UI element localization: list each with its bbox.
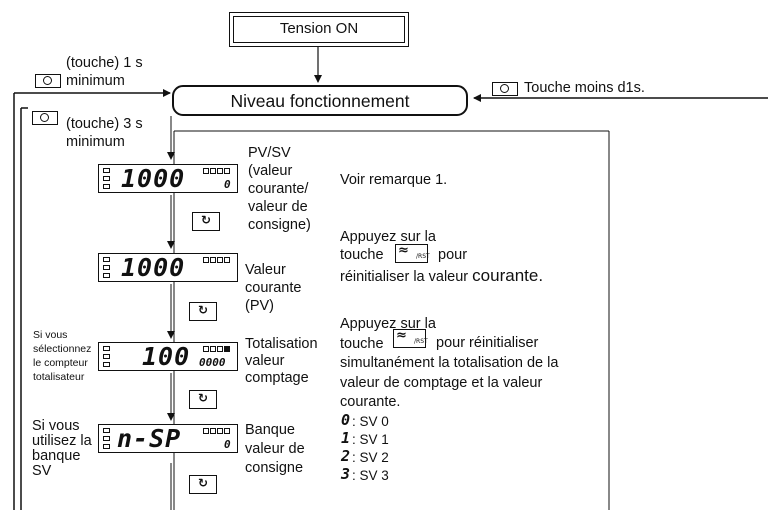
key-1s-line2: minimum (66, 73, 125, 89)
bank-digit-0: 0 (341, 411, 351, 429)
display-pv-sv: 1000 0 (98, 164, 238, 193)
mode-key-icon (32, 111, 58, 125)
power-on-label: Tension ON (279, 20, 359, 37)
step3-label-2: valeur (245, 353, 285, 369)
step4-condition-3: banque (32, 448, 81, 464)
step1-label-2: (valeur (248, 163, 293, 179)
step4-label-1: Banque (245, 422, 295, 438)
key-1s-line1: (touche) 1 s (66, 55, 143, 71)
cycle-key-icon: ↻ (192, 212, 220, 231)
step1-label-3: courante/ (248, 181, 309, 197)
step3-condition-3: le compteur (33, 357, 88, 369)
step2-label-1: Valeur (245, 262, 286, 278)
display-main-value: 1000 (121, 253, 186, 282)
mode-key-icon (35, 74, 61, 88)
up-reset-key-icon: ≈/RST (393, 328, 428, 348)
step1-note: Voir remarque 1. (340, 172, 448, 188)
up-reset-key-icon: ≈/RST (395, 243, 430, 263)
step1-label-4: valeur de (248, 199, 308, 215)
cycle-key-icon: ↻ (189, 475, 217, 494)
step4-condition-2: utilisez la (32, 433, 92, 449)
step2-label-2: courante (245, 280, 302, 296)
step2-note-4: réinitialiser la valeur courante. (340, 266, 544, 285)
operation-level-label: Niveau fonctionnement (230, 91, 410, 111)
cycle-key-icon: ↻ (189, 390, 217, 409)
step3-note-2: touche (340, 336, 384, 352)
step3-note-6: courante. (340, 394, 401, 410)
step3-note-5: valeur de comptage et la valeur (340, 375, 543, 391)
step3-note-1: Appuyez sur la (340, 316, 436, 332)
step3-condition-4: totalisateur (33, 371, 85, 383)
step3-note-3: pour réinitialiser (436, 335, 539, 351)
bank-item-2: : SV 2 (352, 450, 389, 465)
step3-label-1: Totalisation (245, 336, 318, 352)
display-sub-value: 0 (224, 178, 231, 191)
display-sv-bank: n-SP 0 (98, 424, 238, 453)
step3-label-3: comptage (245, 370, 309, 386)
step4-condition-1: Si vous (32, 418, 80, 434)
mode-key-icon (492, 82, 518, 96)
display-sub-value: 0000 (199, 356, 226, 369)
display-pv: 1000 (98, 253, 238, 282)
step1-label-1: PV/SV (248, 145, 291, 161)
step3-condition-2: sélectionnez (33, 343, 92, 355)
key-3s-line1: (touche) 3 s (66, 116, 143, 132)
cycle-key-icon: ↻ (189, 302, 217, 321)
power-on-box: Tension ON (229, 12, 409, 47)
step3-condition-1: Si vous (33, 329, 68, 341)
display-sub-value: 0 (224, 438, 231, 451)
bank-digit-1: 1 (341, 429, 351, 447)
step1-label-5: consigne) (248, 217, 311, 233)
key-3s-line2: minimum (66, 134, 125, 150)
key-less-1s: Touche moins d1s. (524, 80, 645, 96)
display-totalizer: 100 0000 (98, 342, 238, 371)
display-main-value: n-SP (117, 424, 182, 453)
step2-note-3: pour (438, 247, 468, 263)
step4-label-2: valeur de (245, 441, 305, 457)
bank-digit-2: 2 (341, 447, 351, 465)
step2-label-3: (PV) (245, 298, 274, 314)
display-main-value: 1000 (121, 164, 186, 193)
step4-label-3: consigne (245, 460, 304, 476)
bank-item-3: : SV 3 (352, 468, 389, 483)
bank-digit-3: 3 (341, 465, 351, 483)
step3-note-4: simultanément la totalisation de la (340, 355, 559, 371)
step4-condition-4: SV (32, 463, 52, 479)
operation-level-box: Niveau fonctionnement (172, 85, 468, 116)
bank-item-0: : SV 0 (352, 414, 389, 429)
display-main-value: 100 (142, 342, 191, 371)
bank-item-1: : SV 1 (352, 432, 389, 447)
step2-note-1: Appuyez sur la (340, 229, 436, 245)
step2-note-2: touche (340, 247, 384, 263)
